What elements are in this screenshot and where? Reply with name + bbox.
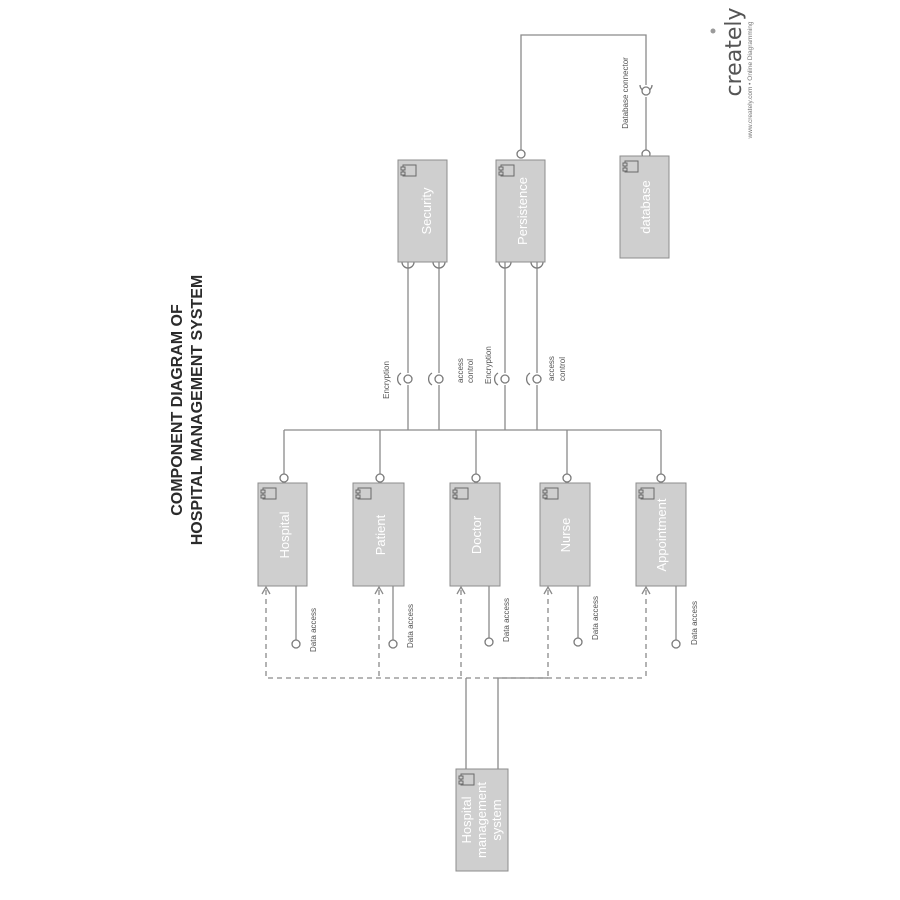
encryption-label-2: Encryption [484,346,493,384]
system-label-line3: system [489,799,504,840]
persistence-label: Persistence [515,177,530,245]
appointment-data-access-label: Data access [690,601,699,645]
component-icon [542,487,559,500]
component-icon [622,160,639,173]
component-icon [498,164,515,177]
encryption-socket-1 [397,372,402,386]
doctor-dependency-arrow [456,585,466,595]
nurse-dependency-arrow [543,585,553,595]
hospital-data-access-lollipop [291,639,301,649]
access-control-label-2b: control [558,357,567,381]
appointment-component: Appointment [635,482,687,587]
nurse-top-port [562,473,572,483]
doctor-data-access-lollipop [484,637,494,647]
access-control-label-2a: access [547,356,556,381]
patient-data-access-lollipop [388,639,398,649]
security-port-1 [401,261,415,269]
hospital-management-system-component: Hospital management system [455,768,509,872]
access-control-socket-2 [526,372,531,386]
component-icon [638,487,655,500]
patient-data-access-label: Data access [406,604,415,648]
encryption-lollipop-2 [500,374,510,384]
nurse-label: Nurse [558,518,573,553]
creately-tagline: www.creately.com • Online Diagramming [747,21,754,139]
appointment-dependency-arrow [641,585,651,595]
encryption-socket-2 [494,372,499,386]
component-icon [458,773,475,786]
appointment-data-access-lollipop [671,639,681,649]
patient-component: Patient [352,482,405,587]
security-label: Security [419,187,434,234]
persistence-component: Persistence [495,159,546,263]
hospital-top-port [279,473,289,483]
database-connector-label: Database connector [621,57,630,129]
database-label: database [638,180,653,234]
doctor-label: Doctor [469,515,484,554]
database-connector-lollipop [641,86,651,96]
access-control-label-1a: access [456,358,465,383]
encryption-lollipop-1 [403,374,413,384]
component-icon [260,487,277,500]
security-component: Security [397,159,448,263]
component-icon [452,487,469,500]
component-icon [400,164,417,177]
system-link-right [497,677,548,769]
creately-logo: creately [722,8,747,97]
patient-dependency-arrow [374,585,384,595]
nurse-data-access-label: Data access [591,596,600,640]
appointment-label: Appointment [654,498,669,571]
doctor-top-port [471,473,481,483]
diagram-title-line2: HOSPITAL MANAGEMENT SYSTEM [189,275,206,546]
hospital-label: Hospital [277,511,292,558]
access-control-socket-1 [428,372,433,386]
hospital-component: Hospital [257,482,308,587]
doctor-component: Doctor [449,482,501,587]
persistence-database-wire [520,34,647,155]
encryption-label-1: Encryption [382,361,391,399]
component-icon [355,487,372,500]
hospital-data-access-label: Data access [309,608,318,652]
patient-top-port [375,473,385,483]
hospital-dependency-arrow [261,585,271,595]
persistence-port-1 [498,261,512,269]
system-label-line1: Hospital [459,796,474,843]
patient-label: Patient [373,514,388,555]
persistence-port [516,149,526,159]
creately-logo-bulb-icon [710,28,716,34]
security-port-2 [432,261,446,269]
system-label-line2: management [474,782,489,858]
diagram-title-line1: COMPONENT DIAGRAM OF [169,304,186,516]
persistence-port-2 [530,261,544,269]
nurse-data-access-lollipop [573,637,583,647]
access-control-lollipop-2 [532,374,542,384]
appointment-top-port [656,473,666,483]
nurse-component: Nurse [539,482,591,587]
access-control-label-1b: control [466,359,475,383]
doctor-data-access-label: Data access [502,598,511,642]
database-component: database [619,155,670,259]
access-control-lollipop-1 [434,374,444,384]
dependency-dashed-bus [265,590,646,679]
